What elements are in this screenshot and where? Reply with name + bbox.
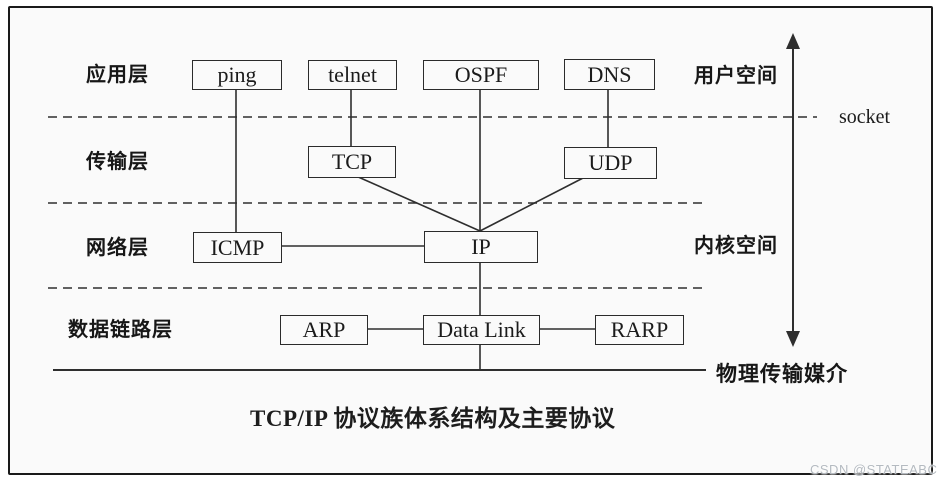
udp-ip-connector <box>479 176 586 232</box>
region-label-user-space: 用户空间 <box>694 63 778 87</box>
node-udp: UDP <box>564 147 657 179</box>
region-label-kernel-space: 内核空间 <box>694 233 778 257</box>
diagram-caption: TCP/IP 协议族体系结构及主要协议 <box>250 406 616 431</box>
layer-label-data-link: 数据链路层 <box>68 317 173 341</box>
region-label-socket: socket <box>839 106 891 128</box>
node-icmp: ICMP <box>193 232 282 263</box>
node-telnet: telnet <box>308 60 397 90</box>
csdn-watermark: CSDN @STATEABC <box>810 462 938 477</box>
arrow-down-icon <box>786 331 800 347</box>
node-tcp: TCP <box>308 146 396 178</box>
node-arp: ARP <box>280 315 368 345</box>
node-ping: ping <box>192 60 282 90</box>
node-data-link: Data Link <box>423 315 540 345</box>
tcp-ip-connector <box>355 175 481 232</box>
node-dns: DNS <box>564 59 655 90</box>
layer-label-transport: 传输层 <box>86 149 149 173</box>
node-ospf: OSPF <box>423 60 539 90</box>
node-ip: IP <box>424 231 538 263</box>
arrow-up-icon <box>786 33 800 49</box>
region-label-physical-medium: 物理传输媒介 <box>716 362 848 386</box>
layer-label-application: 应用层 <box>86 62 149 86</box>
node-rarp: RARP <box>595 315 684 345</box>
layer-label-network: 网络层 <box>86 235 149 259</box>
